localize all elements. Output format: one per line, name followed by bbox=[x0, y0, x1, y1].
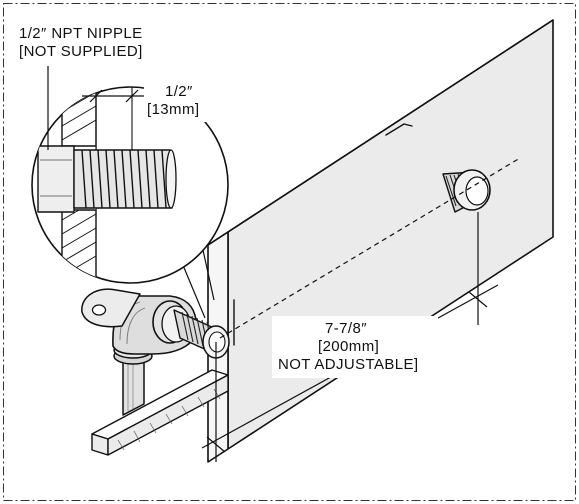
thread-length-label-line2: [13mm] bbox=[147, 101, 199, 118]
spacing-label-line1: 7-7/8″ bbox=[325, 320, 367, 337]
wall-panel bbox=[207, 19, 554, 463]
nipple-label-line2: [NOT SUPPLIED] bbox=[19, 43, 143, 60]
spacing-label-line2: [200mm] bbox=[318, 338, 379, 355]
thread-length-label-line1: 1/2″ bbox=[165, 83, 193, 100]
centerline bbox=[219, 157, 521, 339]
border-frame bbox=[3, 3, 576, 501]
floor-board bbox=[91, 369, 229, 456]
spacing-label-line3: NOT ADJUSTABLE] bbox=[278, 356, 418, 373]
right-nipple bbox=[442, 169, 491, 213]
nipple-label-line1: 1/2″ NPT NIPPLE bbox=[19, 25, 143, 42]
detail-circle bbox=[31, 86, 229, 319]
